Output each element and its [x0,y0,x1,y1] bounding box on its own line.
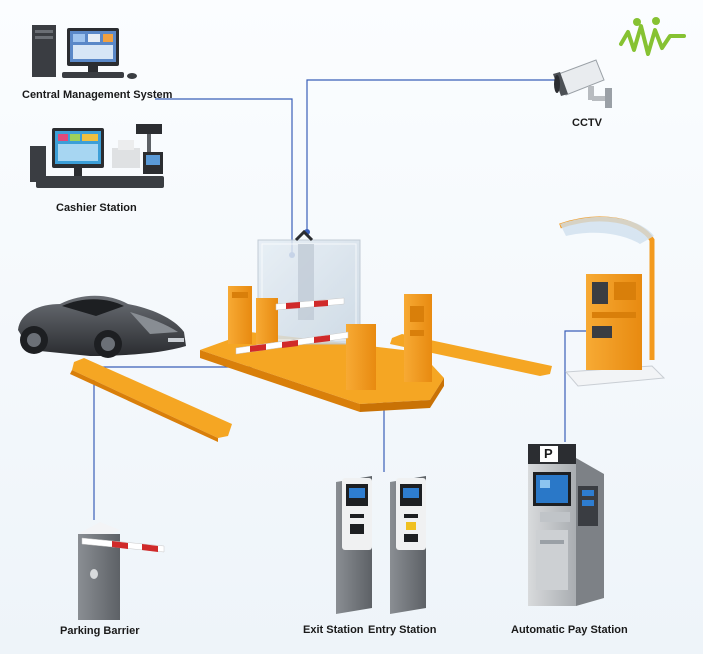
logo-icon [619,17,686,56]
connector-cctv [306,79,555,232]
exit-station-icon [336,476,372,614]
label-central-management-system: Central Management System [22,89,173,101]
car-icon [18,295,186,358]
label-exit-station: Exit Station [303,624,364,636]
connector-central-management [155,98,293,255]
label-parking-barrier: Parking Barrier [60,625,140,637]
desktop-computer-icon [32,25,137,79]
cctv-camera-icon [553,59,612,108]
label-cashier-station: Cashier Station [56,202,137,214]
automatic-pay-kiosk-icon [528,444,604,606]
parking-barrier-icon [78,522,165,620]
pay-kiosk-icon [559,216,666,387]
ticket-terminal-icon [404,294,432,382]
label-cctv: CCTV [572,117,602,129]
entry-station-icon [390,476,426,614]
label-entry-station: Entry Station [368,624,437,636]
barrier-gate-icon [228,286,376,390]
pay-station-sign: P [544,446,553,461]
pos-terminal-icon [30,124,164,188]
label-automatic-pay-station: Automatic Pay Station [511,624,628,636]
